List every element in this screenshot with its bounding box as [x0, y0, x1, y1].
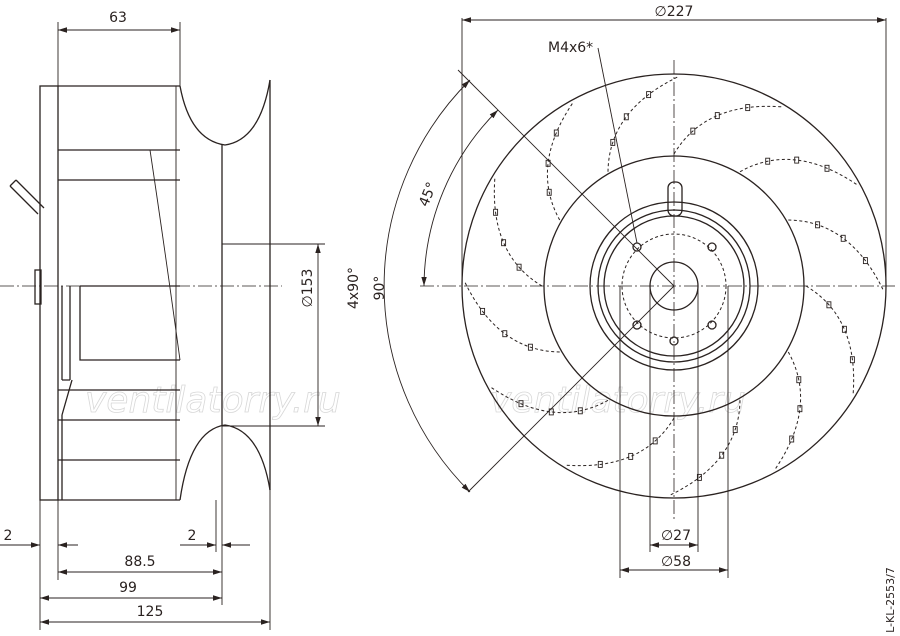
blade-tab — [719, 451, 725, 459]
bolt-hole — [632, 242, 642, 252]
blade — [773, 351, 802, 471]
motor-flange — [39, 85, 59, 501]
blade-tab — [690, 127, 696, 135]
blade — [805, 285, 855, 396]
blade-tab — [840, 234, 846, 242]
blade-curve — [149, 149, 181, 361]
blade-tab — [623, 113, 629, 121]
side-view: 63 ∅153 2 2 88.5 99 125 — [0, 10, 325, 630]
dim-227: ∅227 — [655, 4, 694, 20]
angle-45: 45° — [416, 180, 440, 209]
blade-tab — [796, 376, 802, 384]
dim-125: 125 — [137, 604, 164, 620]
cable — [9, 179, 45, 215]
dim-58: ∅58 — [661, 554, 691, 570]
blade-tab — [646, 91, 652, 99]
bolt-holes — [632, 242, 717, 346]
blade-tab — [527, 343, 533, 351]
drawing-code: L-KL-2553/7 — [884, 567, 897, 633]
blade-tab — [610, 138, 616, 146]
blade-tab — [652, 437, 658, 445]
blade — [607, 75, 680, 172]
dim-63: 63 — [109, 10, 127, 26]
blade-tab — [789, 435, 795, 443]
dim-99: 99 — [119, 580, 137, 596]
blade-tab — [862, 257, 868, 265]
blade — [673, 105, 784, 155]
blade — [546, 101, 575, 221]
thread-leader — [597, 47, 638, 244]
inner-ring — [543, 155, 805, 417]
blade-tab — [815, 221, 821, 229]
blade-tab — [546, 188, 552, 196]
impeller-lines — [58, 149, 180, 461]
bolt-hole — [707, 320, 717, 330]
blade-tab — [841, 325, 847, 333]
blade-tab — [518, 400, 524, 408]
angle-ray-45 — [457, 69, 675, 287]
blade — [463, 280, 560, 353]
dim-88: 88.5 — [124, 554, 155, 570]
ring-top — [179, 79, 271, 146]
bolt-hole — [669, 336, 679, 346]
motor-inner-2 — [79, 285, 180, 361]
dim-2-right: 2 — [188, 528, 197, 544]
blade-tab — [628, 452, 634, 460]
blade-tab — [745, 104, 751, 112]
angle-90: 90° — [372, 276, 388, 301]
blade-tab — [553, 129, 559, 137]
motor-shaft-end — [34, 269, 42, 305]
impeller-edges — [58, 85, 180, 501]
dim-27: ∅27 — [661, 528, 691, 544]
thread-label: M4x6* — [548, 40, 593, 56]
blade-tab — [577, 407, 583, 415]
blade — [564, 417, 675, 467]
blade-tab — [826, 301, 832, 309]
blade — [739, 158, 859, 187]
blade — [668, 400, 741, 497]
blade-tab — [732, 426, 738, 434]
blade-tab — [597, 460, 603, 468]
blade-tab — [501, 239, 507, 247]
blade-tab — [502, 330, 508, 338]
motor-inner — [61, 286, 71, 381]
angle-4x90: 4x90° — [346, 267, 362, 309]
hub-rim — [597, 209, 751, 363]
arc-90 — [383, 79, 471, 493]
motor-taper — [61, 379, 73, 500]
blade — [489, 385, 609, 414]
blade-tab — [765, 157, 771, 165]
angle-ray-135 — [467, 285, 675, 493]
watermark-left: ventilatorry.ru — [85, 380, 341, 421]
front-view: ∅227 M4x6* 45° 90° 4x90° ∅27 ∅58 — [346, 4, 895, 578]
dim-153: ∅153 — [300, 269, 316, 308]
blade-tab — [714, 112, 720, 120]
blade-tab — [516, 263, 522, 271]
dim-2-left: 2 — [4, 528, 13, 544]
cable-stub — [667, 181, 683, 217]
blade — [788, 219, 885, 292]
blade-tab — [849, 356, 855, 364]
blade-tab — [696, 473, 702, 481]
bolt-hole — [632, 320, 642, 330]
bolt-hole — [707, 242, 717, 252]
hub-outer — [589, 201, 759, 371]
blade — [493, 176, 543, 287]
blade-tab — [794, 156, 800, 164]
bolt-circle — [621, 233, 727, 339]
watermark-right: ventilatorry.ru — [490, 380, 746, 421]
ring-bottom — [179, 424, 271, 501]
arc-45 — [421, 109, 499, 287]
blade-tab — [824, 164, 830, 172]
blade-tab — [797, 405, 803, 413]
blade-tab — [480, 307, 486, 315]
